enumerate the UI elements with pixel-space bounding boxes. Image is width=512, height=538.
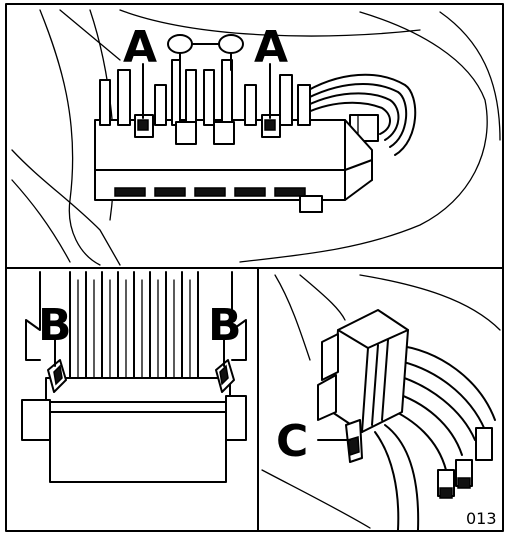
bl-wire-bundle	[69, 271, 199, 381]
callout-b-right: B	[208, 300, 242, 351]
br-plug-body	[317, 309, 409, 463]
reference-number: 013	[466, 509, 497, 528]
callout-b-left: B	[38, 300, 72, 351]
callout-a-right: A	[254, 22, 288, 73]
bottom-right-panel: C 013	[261, 274, 501, 531]
figure-frame	[5, 3, 504, 532]
top-connector-block	[94, 34, 373, 213]
callout-c: C	[276, 416, 308, 467]
br-wire-harness	[374, 344, 496, 531]
callout-a-left: A	[123, 22, 157, 73]
top-wire-harness	[299, 73, 417, 156]
bottom-left-panel: B B	[21, 271, 247, 483]
bl-connector-housing	[21, 359, 247, 483]
top-panel: A A	[11, 9, 501, 266]
